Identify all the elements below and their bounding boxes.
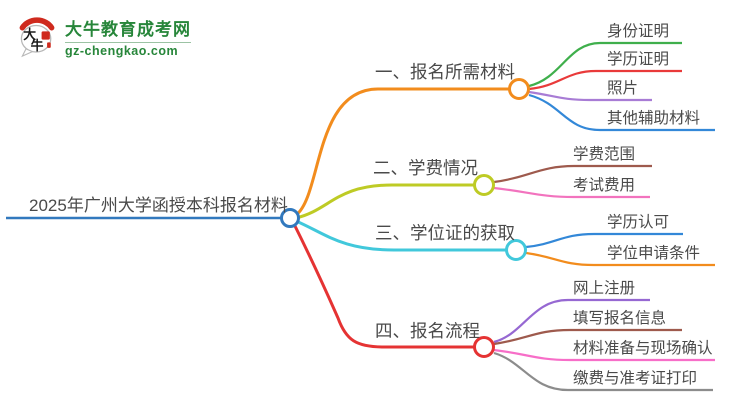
branch-3-label: 三、学位证的获取 bbox=[375, 223, 515, 243]
connector-branch-1-child-3 bbox=[528, 90, 652, 102]
branch-4-node-handle[interactable] bbox=[473, 336, 495, 358]
branch-1-child-2-label: 学历证明 bbox=[607, 51, 670, 68]
connector-branch-4-child-2 bbox=[493, 328, 682, 346]
connector-branch-3-child-2 bbox=[525, 251, 715, 267]
logo-bubble-icon: 大 牛 bbox=[19, 17, 55, 58]
branch-1-child-4-label: 其他辅助材料 bbox=[607, 110, 701, 127]
svg-text:牛: 牛 bbox=[31, 38, 44, 53]
branch-3-node-handle[interactable] bbox=[505, 239, 527, 261]
connector-branch-1 bbox=[294, 87, 509, 217]
connector-branch-4-child-3 bbox=[493, 348, 715, 362]
branch-1-child-3-label: 照片 bbox=[607, 80, 639, 97]
connector-branch-3-child-1 bbox=[525, 232, 683, 249]
branch-4-label: 四、报名流程 bbox=[375, 321, 480, 341]
connector-branch-4 bbox=[292, 223, 474, 349]
branch-4-child-2-label: 填写报名信息 bbox=[573, 310, 667, 327]
branch-1-child-1-label: 身份证明 bbox=[607, 23, 670, 40]
site-logo[interactable]: 大 牛 大牛教育成考网 gz-chengkao.com bbox=[15, 14, 191, 58]
connector-branch-2-child-1 bbox=[493, 164, 652, 184]
logo-url: gz-chengkao.com bbox=[65, 41, 191, 58]
connector-branch-2-child-2 bbox=[493, 186, 650, 199]
connector-branch-1-child-1 bbox=[528, 41, 682, 88]
branch-2-child-1-label: 学费范围 bbox=[573, 146, 636, 163]
branch-1-node-handle[interactable] bbox=[508, 78, 530, 100]
connector-branch-1-child-4 bbox=[528, 93, 715, 132]
branch-1-label: 一、报名所需材料 bbox=[375, 62, 515, 82]
branch-2-label: 二、学费情况 bbox=[373, 158, 478, 178]
branch-4-child-1-label: 网上注册 bbox=[573, 280, 636, 297]
branch-4-child-3-label: 材料准备与现场确认 bbox=[573, 340, 713, 357]
connector-branch-4-child-1 bbox=[493, 298, 650, 344]
branch-3-child-1-label: 学历认可 bbox=[607, 214, 670, 231]
branch-3-child-2-label: 学位申请条件 bbox=[607, 245, 701, 262]
connector-branch-4-child-4 bbox=[493, 351, 713, 392]
branch-4-child-4-label: 缴费与准考证打印 bbox=[573, 370, 698, 387]
logo-title: 大牛教育成考网 bbox=[65, 19, 191, 39]
root-node-handle[interactable] bbox=[280, 208, 300, 228]
branch-2-child-2-label: 考试费用 bbox=[573, 177, 636, 194]
root-node-label: 2025年广州大学函授本科报名材料 bbox=[29, 196, 288, 215]
connector-branch-3 bbox=[295, 219, 506, 252]
branch-2-node-handle[interactable] bbox=[473, 174, 495, 196]
connector-branch-1-child-2 bbox=[528, 69, 682, 91]
connector-branch-2 bbox=[295, 183, 474, 220]
svg-text:大: 大 bbox=[23, 27, 36, 42]
